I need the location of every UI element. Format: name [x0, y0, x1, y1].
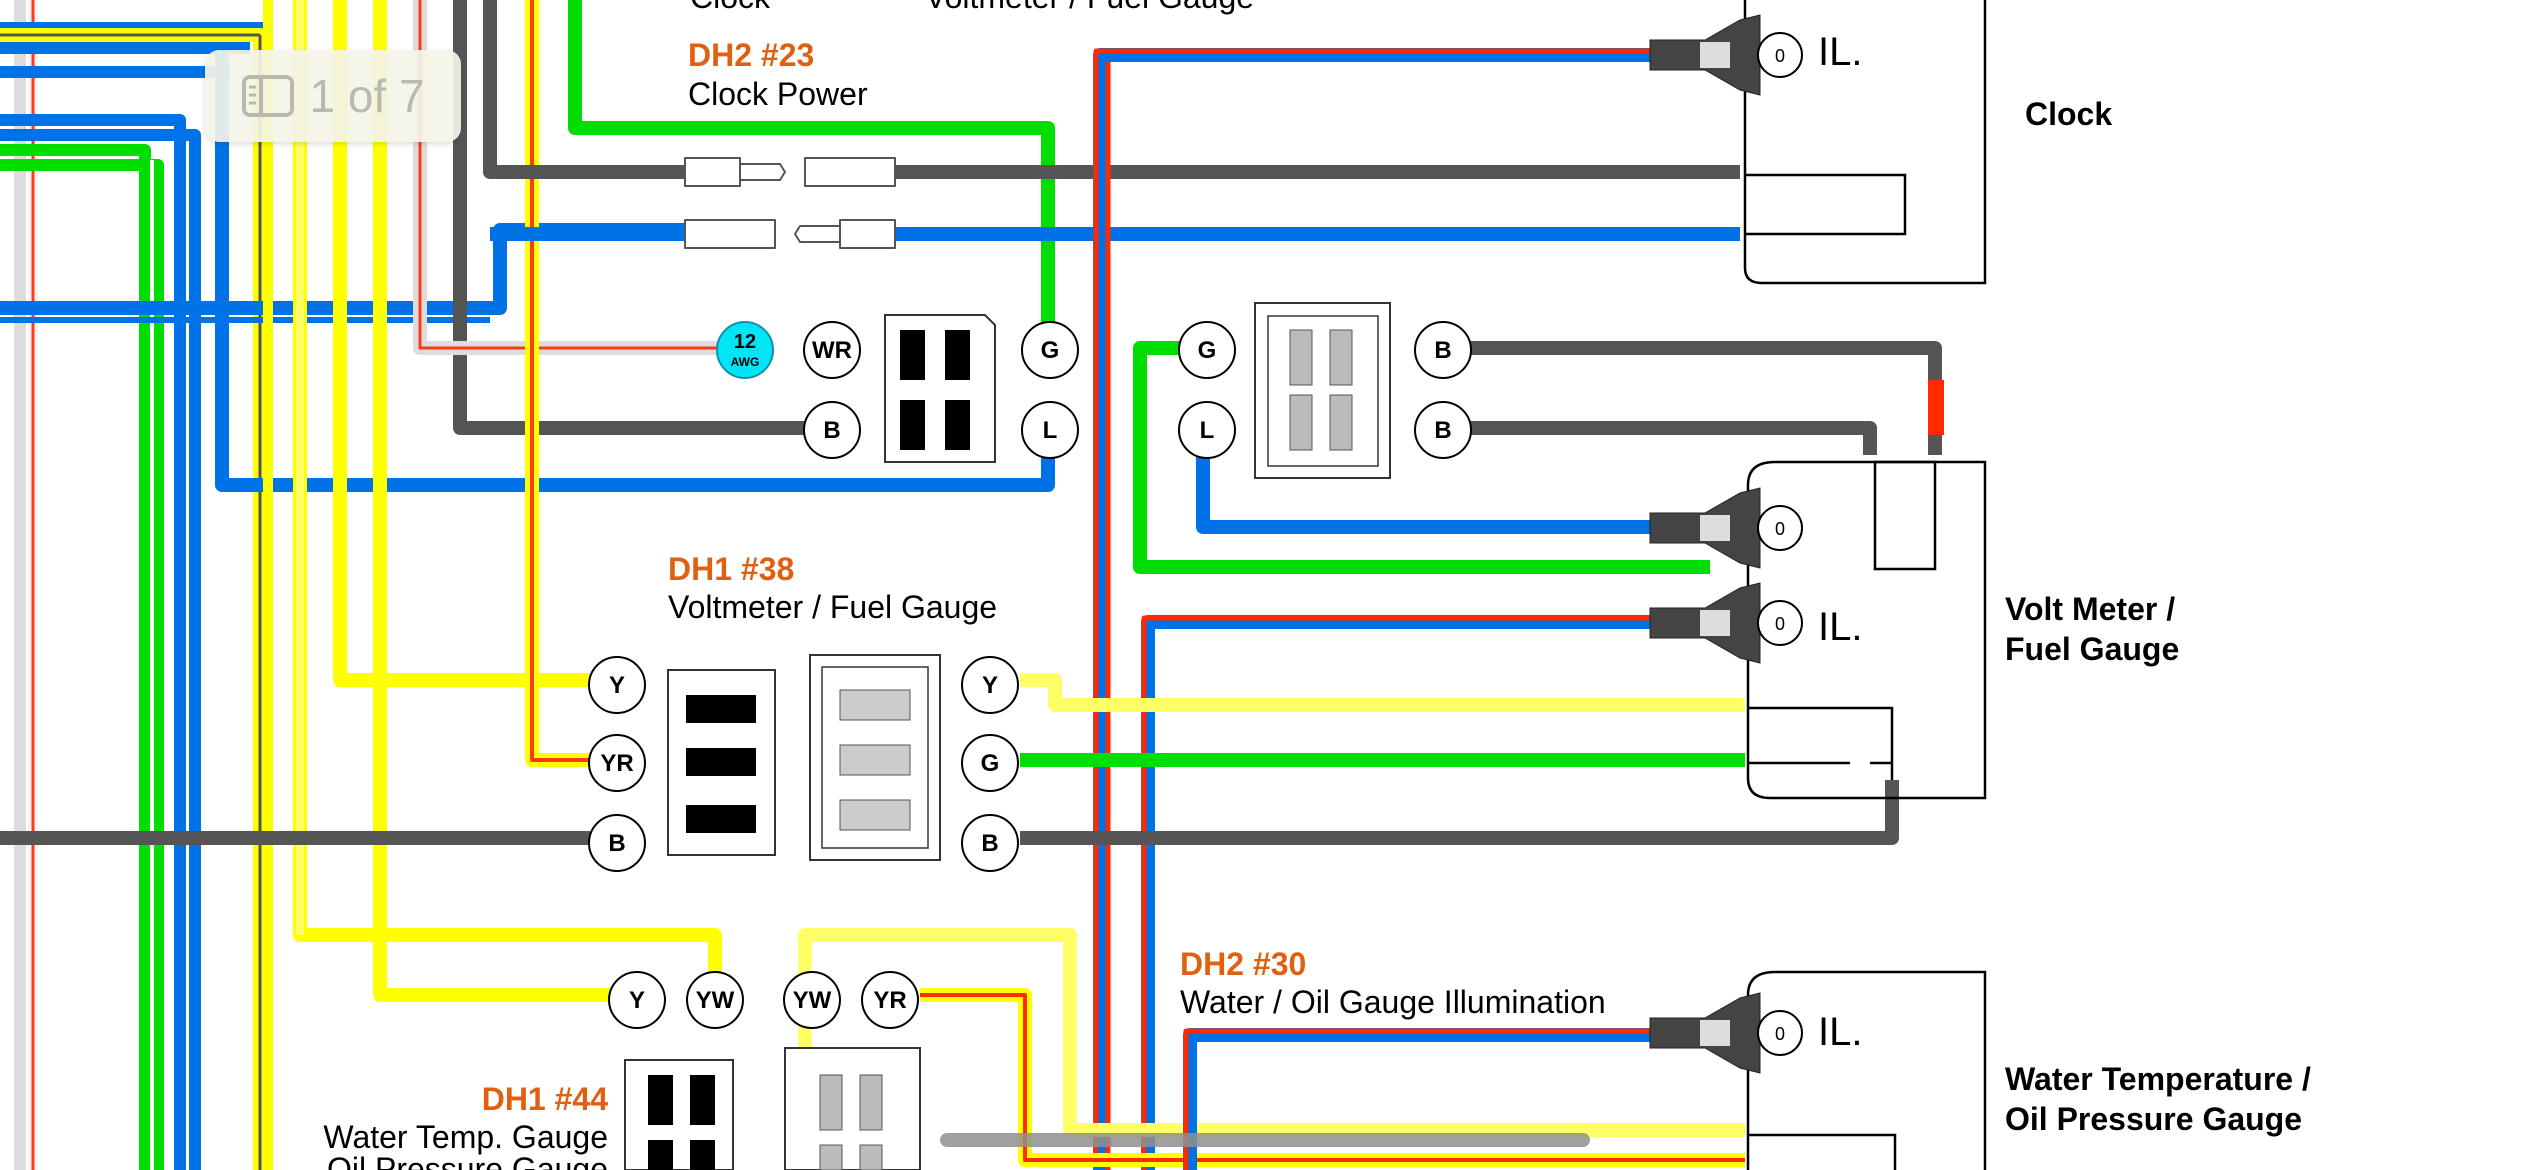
- voltmeter-bulb-socket-2: 0 IL.: [1649, 582, 1862, 664]
- svg-text:B: B: [608, 830, 625, 857]
- dh1-44-name-2: Oil Pressure Gauge: [327, 1151, 608, 1170]
- svg-text:Y: Y: [609, 672, 625, 699]
- pin-dh1-44-yr: YR: [861, 971, 919, 1029]
- pin-vm-l: L: [1178, 401, 1236, 459]
- voltmeter-gauge-body: [1746, 460, 1987, 800]
- clock-bulb-socket: 0 IL.: [1649, 14, 1862, 96]
- page-indicator-badge[interactable]: 1 of 7: [205, 50, 461, 142]
- svg-text:G: G: [981, 750, 1000, 777]
- awg-unit: AWG: [731, 355, 760, 369]
- pin-dh2-23-g: G: [1021, 321, 1079, 379]
- clock-partial-label: Clock: [690, 0, 771, 15]
- pin-dh1-38-b: B: [588, 814, 646, 872]
- watertemp-gauge-body: [1746, 970, 1987, 1170]
- svg-text:0: 0: [1775, 1024, 1785, 1044]
- dh1-44-code: DH1 #44: [482, 1081, 609, 1117]
- svg-text:B: B: [1434, 417, 1451, 444]
- pin-dh1-38-b-right: B: [961, 814, 1019, 872]
- dh2-23-connector-housing: [884, 314, 996, 463]
- left-harness-bundle: [0, 0, 1055, 1170]
- watertemp-bulb-socket: 0 IL.: [1649, 992, 1862, 1074]
- svg-text:WR: WR: [812, 337, 852, 364]
- pin-vm-b2: B: [1414, 401, 1472, 459]
- awg-number: 12: [734, 331, 756, 353]
- voltmeter-partial-label: Voltmeter / Fuel Gauge: [925, 0, 1254, 15]
- voltmeter-component-label-1: Volt Meter /: [2005, 591, 2175, 627]
- svg-text:L: L: [1200, 417, 1215, 444]
- svg-text:0: 0: [1775, 519, 1785, 539]
- svg-text:YR: YR: [873, 987, 906, 1014]
- svg-text:YW: YW: [793, 987, 832, 1014]
- top-wires: [483, 0, 1740, 1170]
- watertemp-bulb-mark: IL.: [1818, 1010, 1862, 1054]
- dh2-23-code: DH2 #23: [688, 37, 814, 73]
- pin-dh1-38-y: Y: [588, 656, 646, 714]
- dh2-30-name: Water / Oil Gauge Illumination: [1180, 984, 1606, 1020]
- dh1-44-connector-housing: [624, 1047, 921, 1170]
- watertemp-component-label-1: Water Temperature /: [2005, 1061, 2311, 1097]
- svg-text:G: G: [1198, 337, 1217, 364]
- dh2-30-code: DH2 #30: [1180, 946, 1306, 982]
- voltmeter-bulb-mark: IL.: [1818, 605, 1862, 649]
- dh1-44-name-1: Water Temp. Gauge: [323, 1119, 608, 1155]
- pin-dh1-38-y-right: Y: [961, 656, 1019, 714]
- horizontal-scrollbar[interactable]: [940, 1133, 1590, 1147]
- dh1-38-code: DH1 #38: [668, 551, 794, 587]
- svg-text:YW: YW: [696, 987, 735, 1014]
- dh1-38-name: Voltmeter / Fuel Gauge: [668, 589, 997, 625]
- svg-text:L: L: [1043, 417, 1058, 444]
- pin-dh2-23-b: B: [803, 401, 861, 459]
- awg-marker: 12 AWG: [716, 321, 774, 379]
- voltmeter-connector-housing: [1254, 302, 1391, 479]
- clock-component-label: Clock: [2025, 96, 2112, 132]
- svg-text:0: 0: [1775, 614, 1785, 634]
- svg-text:G: G: [1041, 337, 1060, 364]
- pin-dh1-38-yr: YR: [588, 734, 646, 792]
- svg-text:B: B: [981, 830, 998, 857]
- voltmeter-bulb-socket-1: 0: [1649, 487, 1803, 569]
- pin-dh1-44-yw: YW: [686, 971, 744, 1029]
- clock-gauge-body: [1743, 0, 1987, 285]
- voltmeter-wires: [798, 341, 1944, 1170]
- clock-bulb-mark: IL.: [1818, 30, 1862, 74]
- page-indicator-text: 1 of 7: [309, 70, 425, 122]
- pin-dh1-44-yw-right: YW: [783, 971, 841, 1029]
- voltmeter-component-label-2: Fuel Gauge: [2005, 631, 2179, 667]
- sidebar-icon: [241, 74, 295, 118]
- svg-text:Y: Y: [982, 672, 998, 699]
- pin-dh1-44-y: Y: [608, 971, 666, 1029]
- pin-dh1-38-g-right: G: [961, 734, 1019, 792]
- svg-text:B: B: [823, 417, 840, 444]
- pin-dh2-23-wr: WR: [803, 321, 861, 379]
- svg-text:0: 0: [1775, 46, 1785, 66]
- watertemp-component-label-2: Oil Pressure Gauge: [2005, 1101, 2302, 1137]
- svg-text:YR: YR: [600, 750, 633, 777]
- dh1-38-connector-housing: [667, 654, 941, 861]
- pin-vm-b1: B: [1414, 321, 1472, 379]
- dh2-23-name: Clock Power: [688, 76, 868, 112]
- pin-vm-g: G: [1178, 321, 1236, 379]
- svg-text:Y: Y: [629, 987, 645, 1014]
- svg-text:B: B: [1434, 337, 1451, 364]
- pin-dh2-23-l: L: [1021, 401, 1079, 459]
